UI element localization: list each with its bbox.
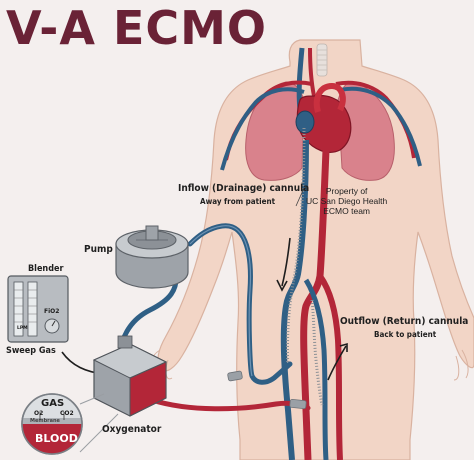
outflow-cannula-label: Outflow (Return) cannula: [340, 316, 469, 327]
outflow-cannula-sublabel: Back to patient: [374, 330, 437, 339]
centrifugal-pump: [115, 225, 189, 289]
aortic-arch: [313, 82, 346, 113]
return-connector: [289, 398, 307, 410]
drainage-tubing-highlight: [189, 225, 253, 377]
trachea-rings: [317, 49, 327, 71]
carotid-artery: [308, 47, 316, 97]
blood-label: BLOOD: [35, 432, 78, 445]
credit-line-3: ECMO team: [323, 206, 371, 216]
gas-exchange-magnifier: [21, 393, 119, 455]
patient-body: [157, 39, 474, 460]
fio2-label: FiO2: [44, 308, 60, 315]
right-atrium: [295, 110, 315, 134]
heart: [296, 94, 352, 153]
right-hand: [453, 349, 469, 381]
oxygenator: [92, 335, 168, 417]
page-title: V-A ECMO: [6, 1, 268, 55]
o2-label: O2: [34, 410, 44, 417]
return-cannula-internal: [310, 299, 324, 406]
credit-line-2: UC San Diego Health: [306, 196, 388, 206]
gas-label: GAS: [41, 398, 65, 409]
gas-blender: [7, 275, 69, 343]
drainage-cannula-internal: [285, 127, 306, 371]
membrane-label: Membrane: [30, 418, 60, 424]
co2-label: CO2: [60, 410, 74, 417]
blender-label: Blender: [28, 264, 64, 274]
return-direction-arrow: [327, 345, 347, 381]
return-arrowhead: [339, 342, 348, 352]
drainage-arrowhead: [276, 279, 288, 292]
drainage-direction-arrow: [281, 237, 291, 287]
drainage-connector: [227, 370, 243, 382]
inflow-leader-line: [295, 187, 305, 207]
oxygenator-label: Oxygenator: [102, 424, 162, 435]
credit-text: Property of UC San Diego Health ECMO tea…: [306, 186, 387, 216]
right-subclavian-vein: [339, 86, 422, 167]
inflow-cannula-label: Inflow (Drainage) cannula: [178, 183, 310, 194]
right-iliac-vein: [303, 278, 329, 460]
credit-line-1: Property of: [325, 186, 368, 196]
sweep-gas-label: Sweep Gas: [6, 346, 56, 356]
right-iliac-artery: [317, 274, 343, 460]
left-subclavian-vein: [220, 87, 305, 171]
pump-label: Pump: [84, 244, 113, 255]
lpm-label: LPM: [17, 326, 28, 331]
inflow-cannula-sublabel: Away from patient: [200, 197, 276, 206]
